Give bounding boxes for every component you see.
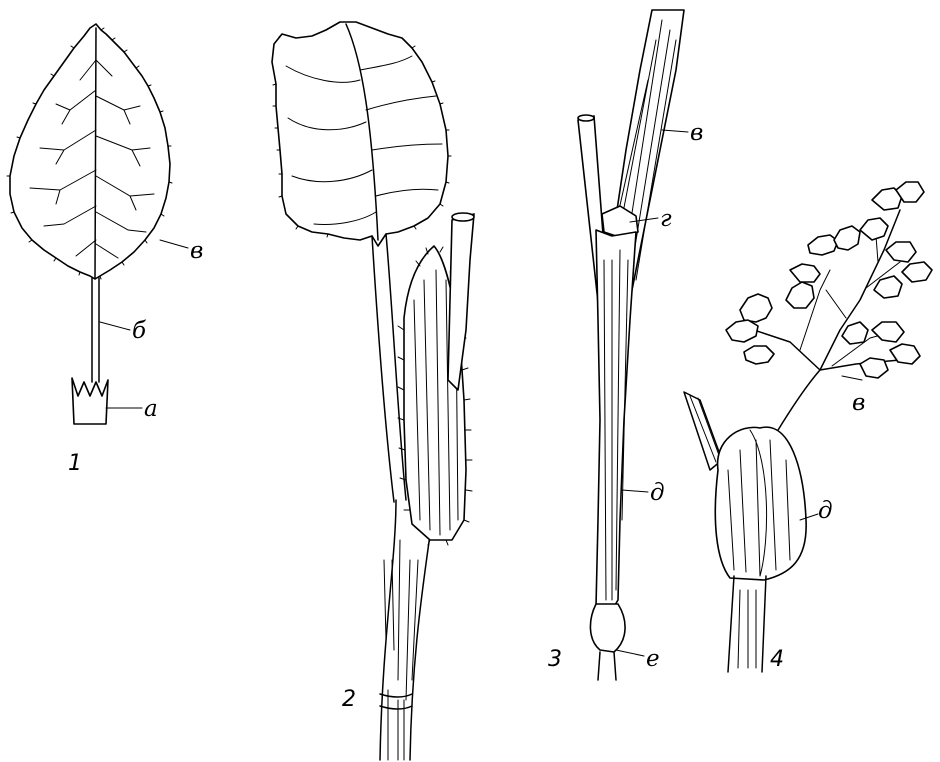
fig2-number: 2 xyxy=(342,687,356,712)
fig1-label-v: в xyxy=(190,238,203,264)
fig3-number: 3 xyxy=(548,647,562,672)
fig4-label-v: в xyxy=(852,390,865,416)
figure-3: в г д е 3 xyxy=(548,10,703,680)
fig4-number: 4 xyxy=(770,647,784,672)
fig4-sheath xyxy=(715,427,806,580)
fig3-label-v: в xyxy=(690,120,703,146)
fig3-label-d: д xyxy=(650,480,665,506)
fig4-label-d: д xyxy=(818,498,833,524)
figure-4: в д 4 xyxy=(684,182,932,672)
fig1-label-a: а xyxy=(144,396,158,422)
fig1-number: 1 xyxy=(68,451,82,476)
fig3-label-e: е xyxy=(646,646,660,672)
fig2-blade xyxy=(272,22,448,246)
fig4-leaflets xyxy=(726,182,932,378)
fig1-label-b: б xyxy=(132,318,147,344)
fig3-label-g: г xyxy=(660,206,672,232)
figure-2: 2 xyxy=(272,22,474,760)
figure-1: в б а 1 xyxy=(7,24,203,476)
